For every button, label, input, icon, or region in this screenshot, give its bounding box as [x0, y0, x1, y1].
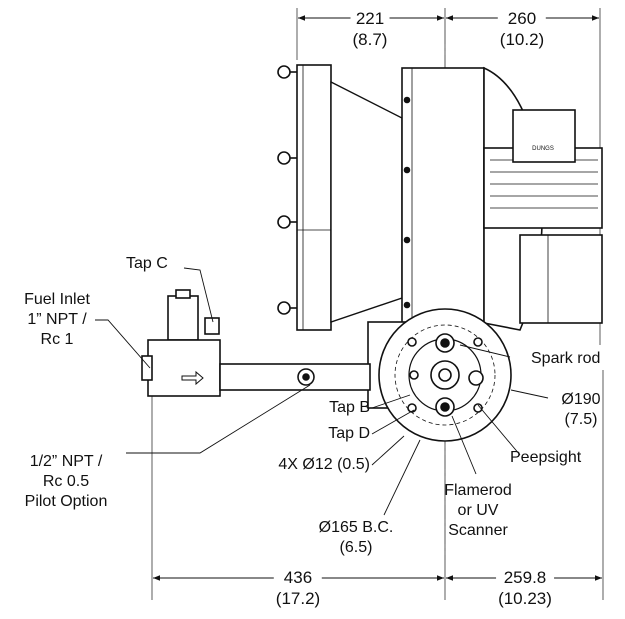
dim-bottom-right: 259.8 (10.23): [496, 567, 554, 609]
label-line: 1/2” NPT /: [29, 453, 103, 470]
label-line: (6.5): [339, 539, 373, 556]
dim-value: 221: [355, 9, 385, 28]
label-line: Flamerod: [444, 482, 512, 499]
label-tap-c: Tap C: [126, 255, 168, 272]
label-line: Ø190: [561, 391, 601, 408]
label-flamerod: Flamerod or UV Scanner: [444, 481, 512, 541]
label-line: Fuel Inlet: [24, 291, 90, 308]
label-fuel-inlet: Fuel Inlet 1” NPT / Rc 1: [24, 290, 90, 350]
front-plate: [367, 308, 512, 442]
label-pilot-option: 1/2” NPT / Rc 0.5 Pilot Option: [25, 452, 108, 512]
gas-train: [141, 289, 371, 397]
label-spark-rod: Spark rod: [531, 350, 601, 367]
motor-brand: DUNGS: [532, 146, 554, 152]
dim-top-left: 221 (8.7): [350, 8, 390, 50]
label-mounting-holes: 4X Ø12 (0.5): [278, 456, 370, 473]
dim-inch: (10.2): [499, 30, 545, 49]
dim-inch: (10.23): [498, 589, 552, 608]
dim-value: 436: [283, 568, 313, 587]
label-line: Ø165 B.C.: [318, 519, 394, 536]
label-line: Rc 1: [40, 331, 74, 348]
dim-top-right: 260 (10.2): [497, 8, 547, 50]
dim-value: 260: [507, 9, 537, 28]
label-line: Scanner: [448, 522, 508, 539]
label-tap-b: Tap B: [329, 399, 370, 416]
label-diameter-190: Ø190 (7.5): [561, 390, 600, 430]
label-line: Rc 0.5: [42, 473, 90, 490]
label-line: or UV: [457, 502, 499, 519]
dim-bottom-left: 436 (17.2): [273, 567, 323, 609]
dim-inch: (8.7): [352, 30, 388, 49]
flange: [277, 64, 332, 331]
label-tap-d: Tap D: [328, 425, 370, 442]
dim-value: 259.8: [503, 568, 547, 587]
label-bolt-circle: Ø165 B.C. (6.5): [319, 518, 394, 558]
dim-inch: (17.2): [275, 589, 321, 608]
label-line: 1” NPT /: [27, 311, 87, 328]
label-line: (7.5): [564, 411, 598, 428]
flow-arrow: [181, 370, 204, 386]
label-peepsight: Peepsight: [510, 449, 582, 466]
air-cone: [330, 80, 403, 323]
label-line: Pilot Option: [24, 493, 108, 510]
motor: [483, 109, 603, 324]
leader-lines: [95, 267, 549, 516]
